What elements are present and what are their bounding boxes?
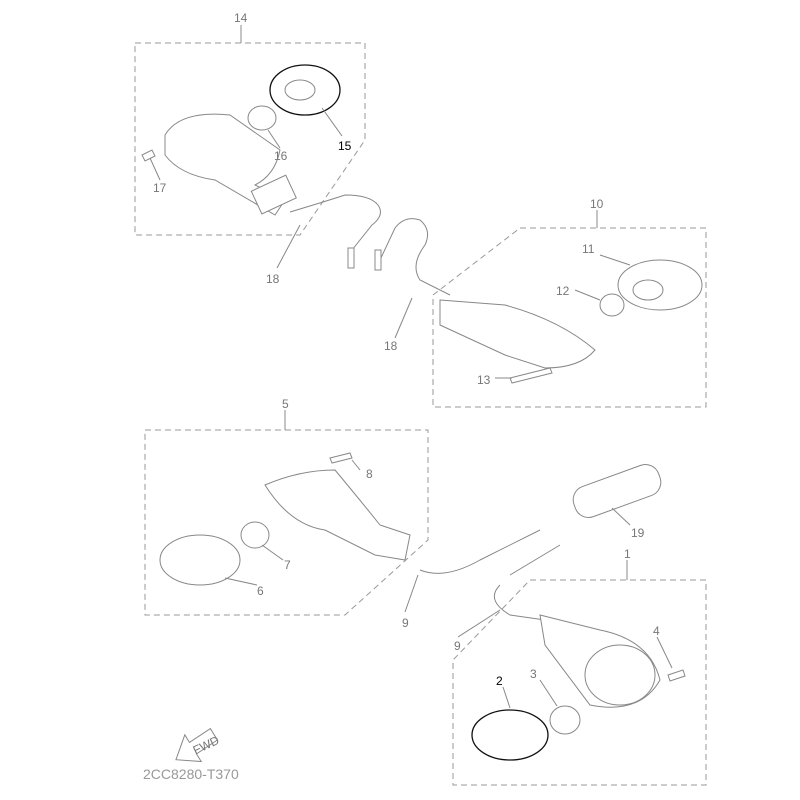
callout-6: 6 [257, 584, 264, 598]
bulb-12 [599, 293, 625, 317]
callout-11: 11 [582, 242, 595, 256]
callout-12: 12 [556, 284, 570, 298]
callout-5: 5 [282, 397, 289, 411]
callout-3: 3 [530, 667, 537, 681]
callout-10: 10 [590, 197, 604, 211]
callout-7: 7 [284, 558, 291, 572]
turn-signal-assembly-front-right [471, 614, 686, 761]
diagram-code: 2CC8280-T370 [143, 766, 239, 782]
callout-14: 14 [234, 11, 248, 25]
turn-signal-assembly-rear-right [439, 259, 703, 384]
fwd-label: FWD [191, 733, 222, 757]
bulb-16 [247, 105, 277, 131]
bulb-7 [240, 521, 270, 549]
callout-9: 9 [454, 639, 461, 653]
callout-18: 18 [266, 272, 280, 286]
lens-6 [159, 534, 241, 586]
turn-signal-assembly-front-left [159, 452, 411, 586]
assembly-box-14 [134, 42, 366, 236]
fwd-arrow-icon: FWD [175, 727, 222, 763]
turn-signal-assembly-rear-left [141, 64, 341, 216]
assembly-box-10 [432, 227, 707, 408]
callout-19: 19 [631, 526, 645, 540]
lens-2 [471, 709, 549, 761]
callout-2: 2 [496, 674, 503, 688]
assembly-box-5 [144, 429, 429, 616]
callout-16: 16 [274, 149, 288, 163]
callout-18: 18 [384, 339, 398, 353]
callout-9: 9 [402, 616, 409, 630]
callout-4: 4 [653, 624, 660, 638]
callout-15: 15 [338, 139, 352, 153]
callout-13: 13 [477, 373, 491, 387]
callout-8: 8 [366, 467, 373, 481]
sleeve-19 [572, 464, 662, 518]
callout-17: 17 [153, 181, 167, 195]
callout-1: 1 [624, 547, 631, 561]
bulb-3 [549, 705, 581, 735]
